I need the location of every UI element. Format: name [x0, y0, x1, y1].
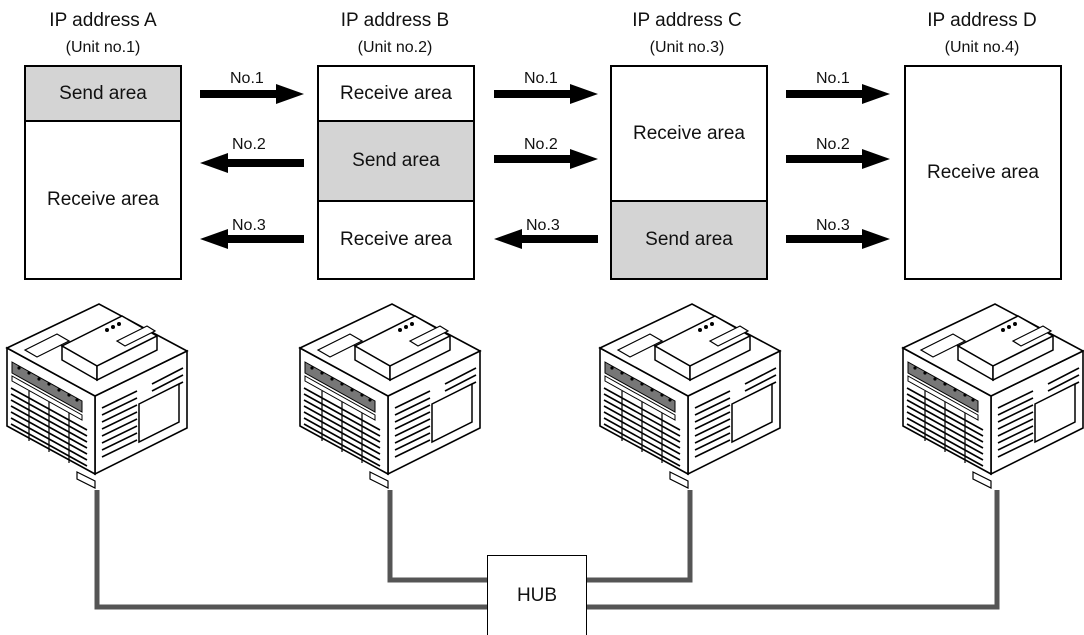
unit-b-subtitle: (Unit no.2): [357, 39, 433, 56]
arrow-label-b-c-no1: No.1: [524, 70, 558, 87]
arrow-c-b-no3: [494, 229, 598, 249]
unit-d-receive-area: Receive area: [927, 161, 1039, 183]
unit-d-box: Receive area: [904, 65, 1062, 280]
unit-c-receive-area: Receive area: [633, 122, 745, 144]
arrow-label-b-a-no2: No.2: [232, 136, 266, 153]
unit-a-box: Send area Receive area: [24, 65, 182, 280]
cable-unit-c: [587, 490, 693, 583]
unit-b-title: IP address B: [340, 10, 450, 31]
cable-unit-a: [94, 490, 487, 610]
arrow-label-a-b-no1: No.1: [230, 70, 264, 87]
unit-d-title: IP address D: [927, 10, 1037, 31]
unit-a-send-area: Send area: [26, 67, 180, 120]
unit-a-title: IP address A: [49, 10, 157, 31]
unit-c-subtitle: (Unit no.3): [649, 39, 725, 56]
arrow-c-d-no2: [786, 149, 890, 169]
unit-a-receive-area: Receive area: [26, 120, 180, 278]
arrow-b-a-no3: [200, 229, 304, 249]
arrow-a-b-no1: [200, 84, 304, 104]
unit-b-send-area: Send area: [319, 120, 473, 200]
arrow-label-c-b-no3: No.3: [526, 217, 560, 234]
cable-unit-b: [387, 490, 487, 583]
unit-c-title: IP address C: [632, 10, 742, 31]
arrow-label-b-a-no3: No.3: [232, 217, 266, 234]
network-hub: HUB: [487, 555, 587, 635]
arrow-label-c-d-no1: No.1: [816, 70, 850, 87]
arrow-c-d-no1: [786, 84, 890, 104]
arrow-c-d-no3: [786, 229, 890, 249]
plc-device-d: [902, 303, 1084, 489]
hub-label: HUB: [516, 584, 558, 606]
plc-device-c: [599, 303, 781, 489]
cable-unit-d: [587, 490, 1000, 610]
unit-b-box: Receive area Send area Receive area: [317, 65, 475, 280]
arrow-b-c-no2: [494, 149, 598, 169]
arrow-b-a-no2: [200, 153, 304, 173]
unit-c-box: Receive area Send area: [610, 65, 768, 280]
arrow-label-c-d-no3: No.3: [816, 217, 850, 234]
plc-device-b: [299, 303, 481, 489]
unit-b-receive-area-bottom: Receive area: [319, 200, 473, 278]
unit-d-subtitle: (Unit no.4): [944, 39, 1020, 56]
arrow-b-c-no1: [494, 84, 598, 104]
unit-b-receive-area-top: Receive area: [340, 82, 452, 104]
unit-c-send-area: Send area: [612, 200, 766, 278]
plc-device-a: [6, 303, 188, 489]
arrow-label-b-c-no2: No.2: [524, 136, 558, 153]
arrow-label-c-d-no2: No.2: [816, 136, 850, 153]
unit-a-subtitle: (Unit no.1): [65, 39, 141, 56]
